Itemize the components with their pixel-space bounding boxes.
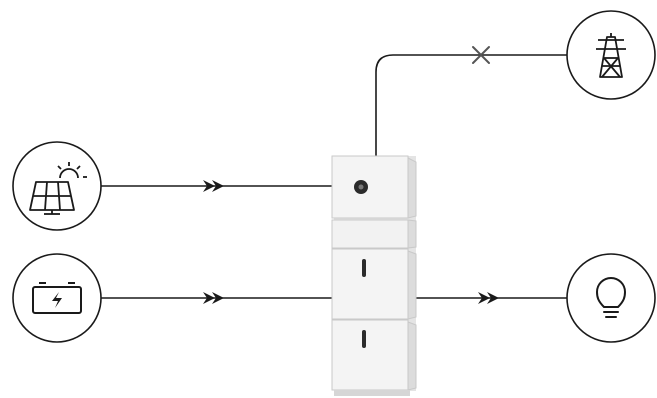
transmission-tower-icon (596, 33, 626, 78)
grid-node (566, 10, 656, 100)
flow-arrow-battery (203, 292, 224, 304)
flow-arrow-load (478, 292, 499, 304)
stack-base (334, 390, 410, 396)
flow-arrow-solar (203, 180, 224, 192)
battery-module-2 (331, 319, 417, 391)
load-node (566, 253, 656, 343)
connector-module (331, 219, 417, 249)
solar-node (12, 141, 102, 231)
battery-module-1-indicator (362, 259, 366, 277)
solar-panel-sun-icon (29, 162, 87, 215)
battery-charging-icon (32, 282, 82, 314)
light-bulb-icon (596, 277, 626, 318)
battery-storage-inverter-stack (331, 155, 417, 396)
battery-module-2-indicator (362, 330, 366, 348)
connection-inverter-to-grid (375, 54, 567, 158)
inverter-module (331, 155, 417, 219)
battery-node (12, 253, 102, 343)
battery-module-1 (331, 248, 417, 320)
disconnected-cross-icon (472, 46, 490, 64)
